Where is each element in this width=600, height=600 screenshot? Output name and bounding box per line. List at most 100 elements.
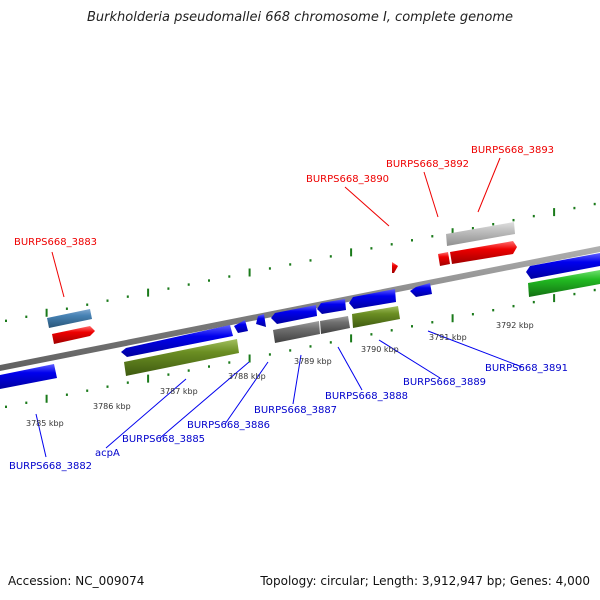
minor-tick	[390, 243, 393, 246]
tick-label: 3789 kbp	[294, 357, 332, 366]
tick-label: 3792 kbp	[496, 321, 534, 330]
outer-tick-track	[5, 202, 596, 323]
minor-tick	[86, 389, 89, 392]
minor-tick	[208, 365, 210, 368]
tick-label: 3786 kbp	[93, 402, 131, 411]
minor-tick	[268, 353, 271, 356]
tick-label: 3791 kbp	[429, 333, 467, 342]
feature-green-next[interactable]	[528, 270, 600, 297]
tick-label: 3787 kbp	[160, 387, 198, 396]
minor-tick	[512, 304, 515, 308]
minor-tick	[593, 288, 596, 292]
major-tick	[45, 394, 48, 403]
minor-tick	[25, 315, 28, 318]
major-tick	[451, 314, 454, 323]
minor-tick	[167, 287, 170, 290]
minor-tick	[268, 267, 271, 270]
feature-gene-BURPS668_3893[interactable]	[446, 222, 515, 246]
minor-tick	[309, 345, 312, 348]
major-tick	[553, 294, 556, 303]
feature-cds-forward-BURPS668_3892-a[interactable]	[438, 252, 450, 266]
feature-cds-forward-BURPS668_3890[interactable]	[392, 262, 398, 273]
topology-info: Topology: circular; Length: 3,912,947 bp…	[260, 574, 590, 588]
major-tick	[248, 354, 251, 363]
feature-cds-reverse-BURPS668_3889[interactable]	[349, 289, 396, 309]
feature-cds-reverse-next[interactable]	[526, 253, 600, 279]
gene-label-BURPS668_3883[interactable]: BURPS668_3883	[14, 237, 97, 248]
minor-tick	[431, 321, 434, 324]
map-title: Burkholderia pseudomallei 668 chromosome…	[86, 10, 514, 25]
gene-label-BURPS668_3889[interactable]: BURPS668_3889	[403, 377, 486, 388]
major-tick	[147, 374, 150, 383]
minor-tick	[289, 263, 292, 266]
feature-cds-reverse-BURPS668_3886[interactable]	[256, 314, 266, 327]
tick-label: 3788 kbp	[228, 372, 266, 381]
minor-tick	[532, 300, 535, 304]
gene-label-BURPS668_3893[interactable]: BURPS668_3893	[471, 145, 554, 156]
minor-tick	[106, 299, 109, 302]
feature-gene-BURPS668_3883[interactable]	[47, 309, 92, 328]
gene-label-BURPS668_3888[interactable]: BURPS668_3888	[325, 391, 408, 402]
minor-tick	[411, 325, 413, 328]
minor-tick	[329, 255, 332, 258]
minor-tick	[573, 206, 576, 210]
minor-tick	[512, 218, 515, 222]
forward-label-leaders	[51, 157, 501, 298]
minor-tick	[593, 202, 596, 206]
minor-tick	[106, 385, 109, 388]
feature-cds-reverse-acpA[interactable]	[121, 325, 233, 357]
major-tick	[248, 268, 251, 277]
minor-tick	[86, 303, 89, 306]
major-tick	[147, 288, 150, 297]
tick-label: 3790 kbp	[361, 345, 399, 354]
feature-rna-BURPS668_3889[interactable]	[352, 306, 400, 328]
minor-tick	[573, 292, 576, 296]
minor-tick	[492, 308, 495, 312]
minor-tick	[167, 373, 170, 376]
inner-tick-track	[5, 288, 596, 409]
major-tick	[350, 248, 353, 257]
minor-tick	[492, 222, 495, 226]
feature-cds-reverse-BURPS668_3888[interactable]	[317, 299, 346, 314]
feature-cds-reverse-BURPS668_3891[interactable]	[410, 283, 432, 297]
reverse-label-leaders	[35, 330, 523, 458]
feature-gene-BURPS668_3888[interactable]	[320, 316, 350, 334]
feature-cds-forward-BURPS668_3883[interactable]	[52, 326, 95, 344]
minor-tick	[370, 247, 373, 250]
minor-tick	[5, 405, 7, 409]
minor-tick	[65, 393, 68, 396]
minor-tick	[471, 227, 474, 230]
gene-label-BURPS668_3892[interactable]: BURPS668_3892	[386, 159, 469, 170]
minor-tick	[228, 275, 231, 278]
minor-tick	[532, 214, 535, 218]
minor-tick	[187, 283, 190, 286]
feature-cds-reverse-BURPS668_3887[interactable]	[271, 305, 317, 324]
gene-label-BURPS668_3885[interactable]: BURPS668_3885	[122, 434, 205, 445]
minor-tick	[309, 259, 312, 262]
feature-cds-forward-BURPS668_3892[interactable]	[450, 241, 517, 264]
minor-tick	[289, 349, 292, 352]
gene-label-BURPS668_3882[interactable]: BURPS668_3882	[9, 461, 92, 472]
minor-tick	[431, 235, 434, 238]
gene-label-BURPS668_3886[interactable]: BURPS668_3886	[187, 420, 270, 431]
minor-tick	[65, 307, 68, 310]
gene-label-acpA[interactable]: acpA	[95, 448, 120, 459]
minor-tick	[25, 401, 28, 404]
feature-cds-reverse-BURPS668_3882[interactable]	[0, 364, 57, 389]
feature-gene-BURPS668_3887[interactable]	[273, 321, 320, 343]
gene-label-BURPS668_3887[interactable]: BURPS668_3887	[254, 405, 337, 416]
minor-tick	[411, 239, 413, 242]
minor-tick	[5, 319, 7, 323]
gene-label-BURPS668_3890[interactable]: BURPS668_3890	[306, 174, 389, 185]
feature-rna-acpA[interactable]	[124, 339, 239, 376]
accession-info: Accession: NC_009074	[8, 574, 145, 588]
minor-tick	[126, 295, 129, 298]
minor-tick	[329, 341, 332, 344]
feature-cds-reverse-BURPS668_3885[interactable]	[234, 320, 248, 333]
gene-label-BURPS668_3891[interactable]: BURPS668_3891	[485, 363, 568, 374]
major-tick	[45, 308, 48, 317]
major-tick	[350, 334, 353, 343]
major-tick	[451, 228, 454, 237]
minor-tick	[471, 313, 474, 316]
